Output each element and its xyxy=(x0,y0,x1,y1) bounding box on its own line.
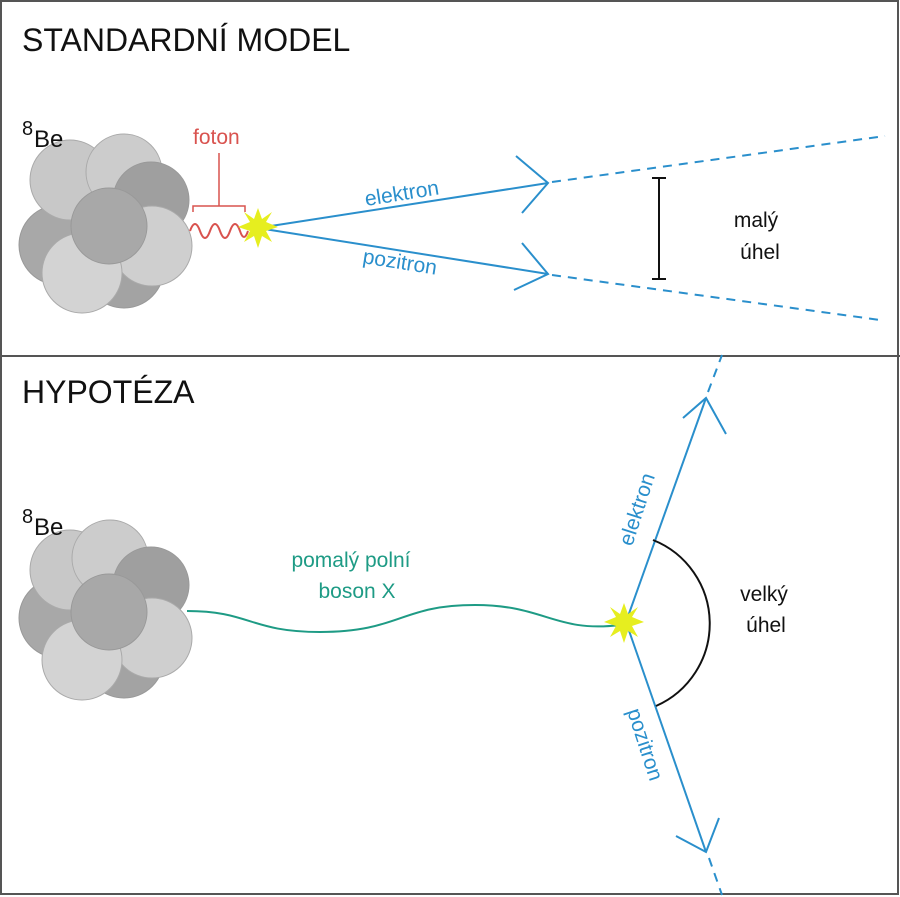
boson-x-wave xyxy=(186,603,621,634)
electron-dashed-top xyxy=(551,135,886,183)
positron-arrowhead-top xyxy=(513,242,550,291)
isotope-mass-number: 8 xyxy=(22,506,33,528)
decay-flash-top xyxy=(238,208,278,248)
angle-label-top-line2: úhel xyxy=(740,241,780,264)
bottom-panel-title: HYPOTÉZA xyxy=(22,374,195,410)
electron-arrowhead-top xyxy=(515,155,550,214)
boson-label-line1: pomalý polní xyxy=(291,549,410,572)
positron-label-bottom: pozitron xyxy=(622,705,667,783)
decay-flash-bottom xyxy=(604,603,644,643)
isotope-label-bottom: 8 Be xyxy=(22,506,63,541)
angle-label-bottom-line2: úhel xyxy=(746,614,786,637)
isotope-label-top: 8 Be xyxy=(22,118,63,153)
electron-track-bottom xyxy=(625,397,707,623)
photon-bracket xyxy=(192,153,246,212)
angle-label-top-line1: malý xyxy=(734,209,779,232)
isotope-symbol: Be xyxy=(34,126,63,153)
positron-dashed-bottom xyxy=(708,857,723,896)
photon-wave xyxy=(189,223,249,239)
angle-arc-bottom xyxy=(652,539,711,707)
electron-arrowhead-bottom xyxy=(682,396,727,435)
positron-dashed-top xyxy=(551,274,881,321)
positron-track-bottom xyxy=(625,621,707,853)
be8-nucleus-top xyxy=(18,133,193,314)
photon-label: foton xyxy=(193,126,240,149)
be8-nucleus-bottom xyxy=(18,519,193,701)
top-panel-title: STANDARDNÍ MODEL xyxy=(22,22,350,58)
positron-track-top xyxy=(257,227,549,275)
bottom-panel: HYPOTÉZA 8 Be pomalý polní boson X elekt… xyxy=(18,354,788,896)
positron-label-top: pozitron xyxy=(361,245,438,279)
positron-arrowhead-bottom xyxy=(675,817,720,854)
electron-dashed-bottom xyxy=(707,354,723,393)
top-panel: STANDARDNÍ MODEL 8 Be foton elektron poz xyxy=(18,22,886,321)
angle-label-bottom-line1: velký xyxy=(740,583,788,606)
electron-track-top xyxy=(257,182,549,229)
electron-label-bottom: elektron xyxy=(615,470,660,548)
isotope-mass-number: 8 xyxy=(22,118,33,140)
angle-indicator-top xyxy=(652,177,666,280)
isotope-symbol: Be xyxy=(34,514,63,541)
boson-label-line2: boson X xyxy=(318,580,395,603)
